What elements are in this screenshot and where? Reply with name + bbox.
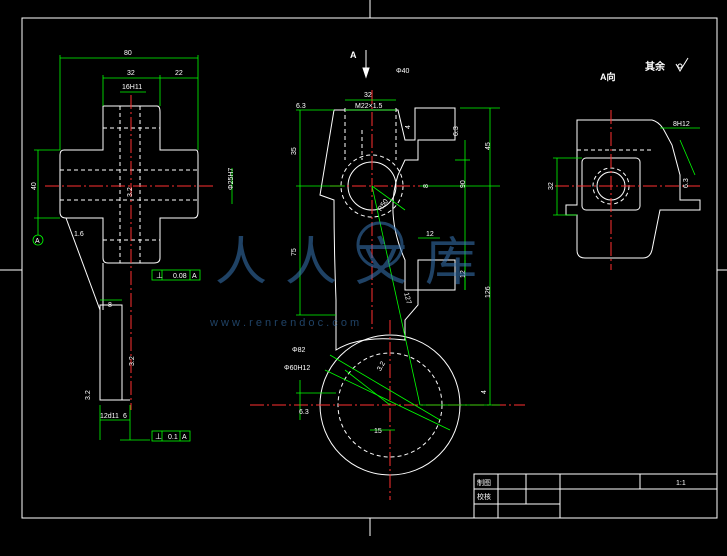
dim-mid-90: 90 bbox=[460, 180, 467, 188]
dim-mid-75: 75 bbox=[291, 248, 298, 256]
dim-mid-m22: M22×1.5 bbox=[355, 103, 383, 110]
tol-left2-ref: A bbox=[182, 434, 187, 441]
tol-left2-symbol: ⊥ bbox=[155, 432, 162, 441]
dim-left-6: 6 bbox=[123, 413, 127, 420]
dim-mid-12a: 12 bbox=[426, 231, 434, 238]
dim-mid-r50: R50 bbox=[377, 198, 390, 213]
dim-left-40: 40 bbox=[31, 182, 38, 190]
middle-view-arrow bbox=[362, 50, 370, 79]
left-view-centerlines bbox=[45, 95, 215, 410]
tol-left2-value: 0.1 bbox=[168, 434, 178, 441]
dim-mid-32: 32 bbox=[364, 92, 372, 99]
watermark: 人人文库 w w w . r e n r e n d o c . c o m bbox=[209, 221, 495, 329]
dim-mid-63c: 6.3 bbox=[299, 409, 309, 416]
roughness-symbol-icon bbox=[675, 57, 689, 72]
tol-left-ref: A bbox=[192, 273, 197, 280]
dim-left-22: 22 bbox=[175, 70, 183, 77]
title-checked-label: 校核 bbox=[477, 492, 491, 501]
dim-left-32: 32 bbox=[127, 70, 135, 77]
dim-mid-40: Φ40 bbox=[396, 68, 409, 75]
tol-left-value: 0.08 bbox=[173, 273, 187, 280]
watermark-url: w w w . r e n r e n d o c . c o m bbox=[209, 317, 359, 329]
dim-mid-32r: 3.2 bbox=[376, 360, 387, 372]
right-view-dimensions bbox=[553, 127, 700, 216]
title-scale: 1:1 bbox=[676, 480, 686, 487]
watermark-text: 人人文库 bbox=[215, 234, 495, 292]
left-view-outline bbox=[59, 105, 199, 401]
dim-left-32d: 3.2 bbox=[85, 390, 92, 400]
dim-left-80: 80 bbox=[124, 50, 132, 57]
dim-right-63: 6.3 bbox=[683, 178, 690, 188]
drawing-frame bbox=[0, 0, 727, 536]
view-a-label: A向 bbox=[600, 71, 616, 82]
section-label-a: A bbox=[350, 50, 357, 60]
dim-left-13: 1.6 bbox=[74, 231, 84, 238]
dim-mid-45: 45 bbox=[485, 142, 492, 150]
dim-mid-60h12: Φ60H12 bbox=[284, 365, 310, 372]
title-drawn-label: 制图 bbox=[477, 478, 491, 487]
left-view-hidden bbox=[60, 106, 198, 263]
dim-mid-63: 6.3 bbox=[296, 103, 306, 110]
dim-left-25h7: Φ25H7 bbox=[228, 168, 235, 190]
rest-surface-note: 其余 bbox=[645, 60, 666, 73]
dim-mid-4b: 4 bbox=[481, 390, 488, 394]
dim-mid-82: Φ82 bbox=[292, 347, 305, 354]
dim-left-16h11: 16H11 bbox=[122, 84, 142, 91]
dim-mid-63b: 6.3 bbox=[453, 126, 460, 136]
dim-mid-126: 126 bbox=[485, 286, 492, 298]
right-view-centerlines bbox=[555, 110, 700, 270]
tol-left-symbol: ⊥ bbox=[156, 271, 163, 280]
dim-mid-12b: 12 bbox=[460, 270, 467, 278]
dim-mid-4: 4 bbox=[405, 125, 412, 129]
dim-mid-127: 127 bbox=[402, 292, 412, 305]
dim-right-32: 32 bbox=[548, 182, 555, 190]
dim-left-8: 8 bbox=[108, 302, 112, 309]
title-block bbox=[473, 473, 718, 519]
dim-left-32b: 3.2 bbox=[127, 187, 134, 197]
dim-left-32c: 3.2 bbox=[129, 356, 136, 366]
middle-view-dimensions bbox=[296, 99, 500, 431]
left-view-dimensions bbox=[32, 55, 233, 442]
dim-mid-8: 8 bbox=[423, 184, 430, 188]
dim-mid-15: 15 bbox=[374, 428, 382, 435]
dim-mid-35: 35 bbox=[291, 147, 298, 155]
datum-left-a: A bbox=[35, 238, 40, 245]
dim-left-12d11: 12d11 bbox=[100, 413, 119, 420]
dim-right-8h12: 8H12 bbox=[673, 121, 690, 128]
